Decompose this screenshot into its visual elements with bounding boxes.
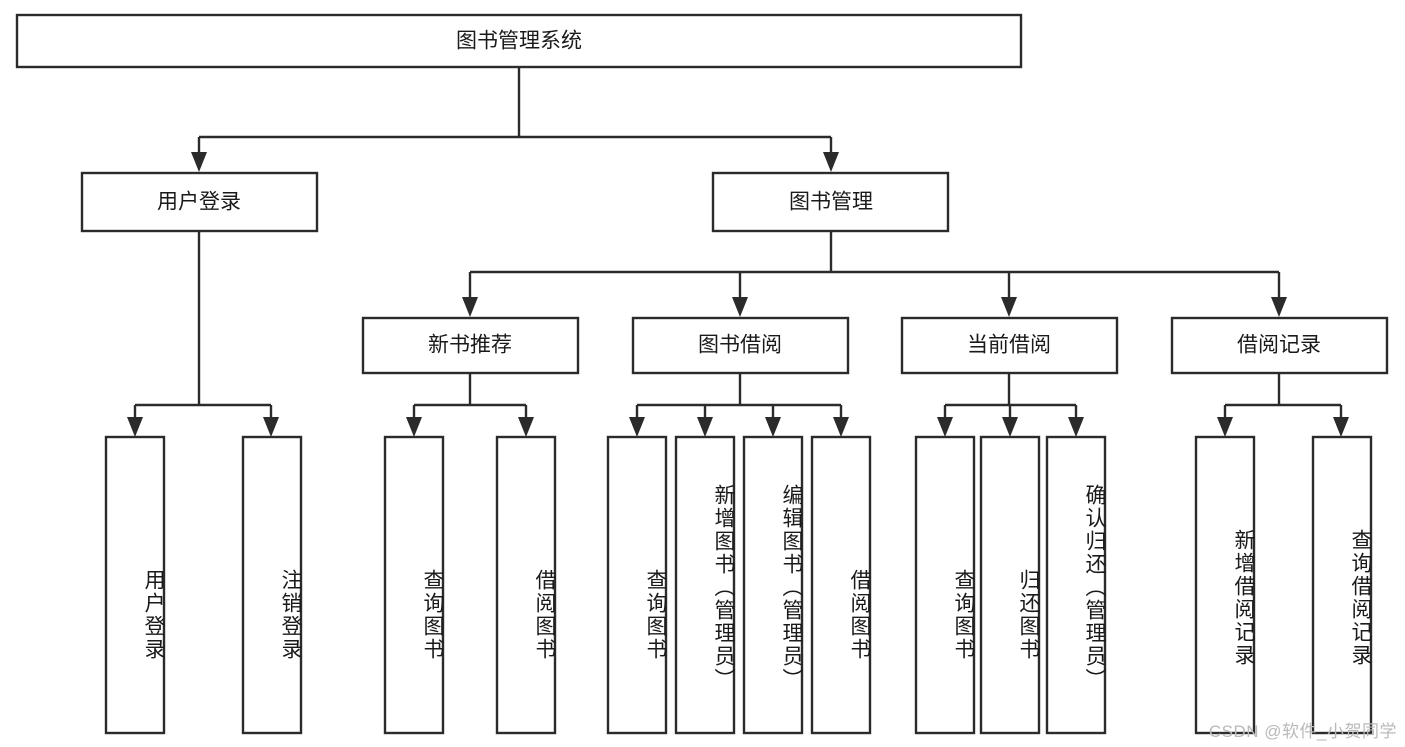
- node-box[interactable]: [104, 435, 166, 735]
- arrow-head-icon: [191, 152, 207, 172]
- leaf-boxes-current-borrow: [914, 435, 1107, 735]
- node-user-login[interactable]: 用户登录: [80, 171, 319, 233]
- arrow-head-icon: [518, 417, 534, 437]
- connector-newbook-to-leaves: [406, 374, 534, 437]
- connector-userlogin-to-leaves: [127, 232, 279, 437]
- arrow-head-icon: [765, 417, 781, 437]
- node-label-book-management: 图书管理: [789, 191, 873, 214]
- arrow-head-icon: [1217, 417, 1233, 437]
- connector-currentborrow-to-leaves: [937, 374, 1084, 437]
- node-box[interactable]: [979, 435, 1041, 735]
- arrow-head-icon: [127, 417, 143, 437]
- leaf-boxes-user-login: [104, 435, 303, 735]
- node-box[interactable]: [810, 435, 872, 735]
- arrow-head-icon: [1001, 297, 1017, 317]
- node-label-book-borrow: 图书借阅: [698, 334, 782, 357]
- node-label-current-borrow: 当前借阅: [967, 334, 1051, 357]
- arrow-head-icon: [823, 152, 839, 172]
- leaf-boxes-borrow-record: [1194, 435, 1373, 735]
- node-box: [80, 171, 319, 233]
- arrow-head-icon: [462, 297, 478, 317]
- node-box[interactable]: [241, 435, 303, 735]
- node-current-borrow[interactable]: 当前借阅: [900, 316, 1119, 375]
- node-label-user-login: 用户登录: [157, 191, 241, 214]
- node-box: [361, 316, 580, 375]
- node-box[interactable]: [1311, 435, 1373, 735]
- arrow-head-icon: [406, 417, 422, 437]
- connector-bookmgmt-to-level3: [462, 232, 1287, 317]
- node-box[interactable]: [742, 435, 804, 735]
- node-root-system[interactable]: 图书管理系统: [15, 13, 1023, 69]
- connector-borrowrecord-to-leaves: [1217, 374, 1349, 437]
- leaf-boxes-new-book-recommend: [383, 435, 557, 735]
- node-book-borrow[interactable]: 图书借阅: [631, 316, 850, 375]
- node-label-borrow-record: 借阅记录: [1237, 334, 1321, 357]
- arrow-head-icon: [1271, 297, 1287, 317]
- node-box: [711, 171, 950, 233]
- arrow-head-icon: [697, 417, 713, 437]
- node-box: [631, 316, 850, 375]
- arrow-head-icon: [629, 417, 645, 437]
- arrow-head-icon: [263, 417, 279, 437]
- node-new-book-recommend[interactable]: 新书推荐: [361, 316, 580, 375]
- node-box: [1170, 316, 1389, 375]
- connector-bookborrow-to-leaves: [629, 374, 849, 437]
- arrow-head-icon: [732, 297, 748, 317]
- watermark-text: CSDN @软件_小贺同学: [1208, 722, 1397, 741]
- node-box[interactable]: [674, 435, 736, 735]
- node-box[interactable]: [383, 435, 445, 735]
- node-borrow-record[interactable]: 借阅记录: [1170, 316, 1389, 375]
- node-book-management[interactable]: 图书管理: [711, 171, 950, 233]
- node-box[interactable]: [606, 435, 668, 735]
- arrow-head-icon: [833, 417, 849, 437]
- node-box[interactable]: [914, 435, 976, 735]
- node-box: [900, 316, 1119, 375]
- node-box[interactable]: [495, 435, 557, 735]
- connector-root-to-level2: [191, 68, 839, 172]
- node-box: [15, 13, 1023, 69]
- leaf-boxes-book-borrow: [606, 435, 872, 735]
- node-box[interactable]: [1045, 435, 1107, 735]
- arrow-head-icon: [1002, 417, 1018, 437]
- node-label-root: 图书管理系统: [456, 30, 582, 53]
- arrow-head-icon: [937, 417, 953, 437]
- node-label-new-book-recommend: 新书推荐: [428, 334, 512, 357]
- arrow-head-icon: [1333, 417, 1349, 437]
- arrow-head-icon: [1068, 417, 1084, 437]
- node-box[interactable]: [1194, 435, 1256, 735]
